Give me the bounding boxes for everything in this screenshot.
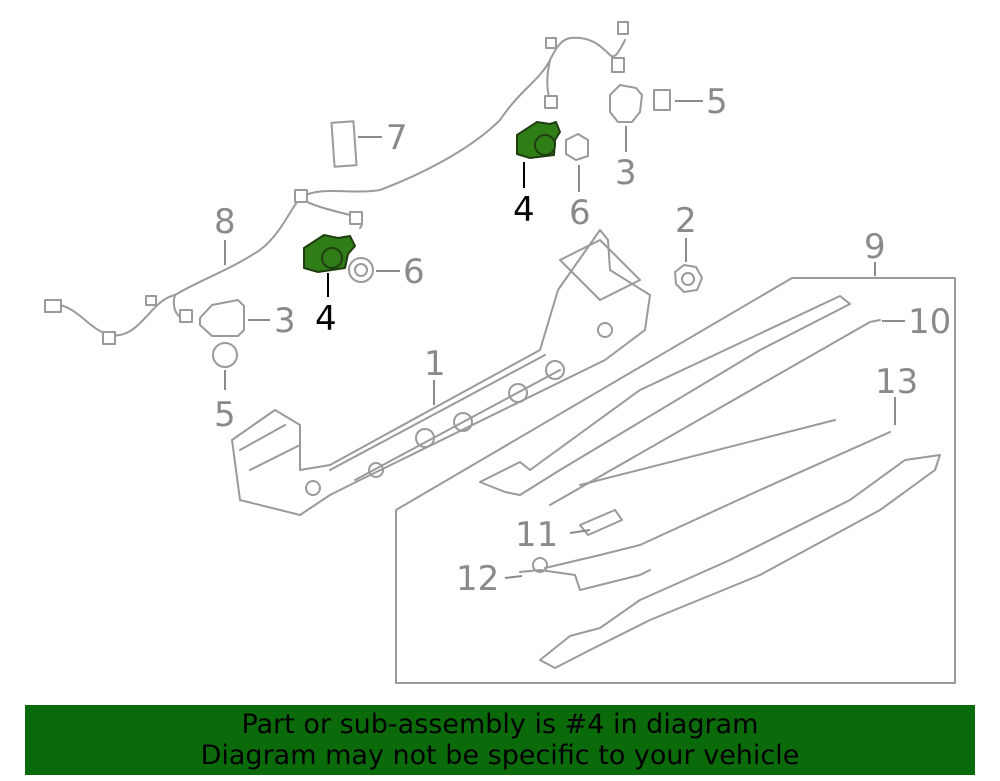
callout-5: 5 — [214, 395, 236, 435]
callout-13: 13 — [875, 362, 918, 402]
wiring-harness — [44, 21, 629, 345]
callout-12: 12 — [456, 559, 499, 599]
callout-10: 10 — [908, 302, 951, 342]
callout-1: 1 — [424, 344, 446, 384]
absorber-parts — [479, 295, 941, 669]
callout-2: 2 — [675, 201, 697, 241]
callout-7: 7 — [386, 118, 408, 158]
parking-sensor — [516, 121, 561, 159]
detail-box — [395, 277, 956, 684]
callout-11: 11 — [515, 515, 558, 555]
info-banner: Part or sub-assembly is #4 in diagram Di… — [25, 705, 975, 775]
callout-3: 3 — [274, 301, 296, 341]
grommet — [565, 133, 589, 161]
grommet — [348, 257, 374, 283]
sensor-bracket — [609, 84, 643, 123]
sensor-bracket — [199, 299, 245, 337]
leader-lines — [224, 100, 905, 579]
parking-sensor — [303, 234, 356, 273]
callout-9: 9 — [864, 227, 886, 267]
callout-8: 8 — [214, 202, 236, 242]
callout-4: 4 — [513, 190, 535, 230]
callout-4: 4 — [315, 299, 337, 339]
callout-5: 5 — [706, 82, 728, 122]
bumper-reinforcement — [231, 229, 651, 516]
banner-line-2: Diagram may not be specific to your vehi… — [200, 740, 800, 771]
adhesive-pad — [330, 120, 358, 168]
retainer-ring — [653, 89, 671, 111]
callout-6: 6 — [403, 252, 425, 292]
callout-6: 6 — [569, 193, 591, 233]
banner-line-1: Part or sub-assembly is #4 in diagram — [241, 709, 759, 740]
parts-diagram: 1 2 3 3 4 4 5 5 6 6 7 8 9 10 13 11 12 — [44, 21, 956, 684]
callout-3: 3 — [615, 153, 637, 193]
nut — [674, 264, 703, 293]
retainer-ring — [212, 342, 238, 368]
